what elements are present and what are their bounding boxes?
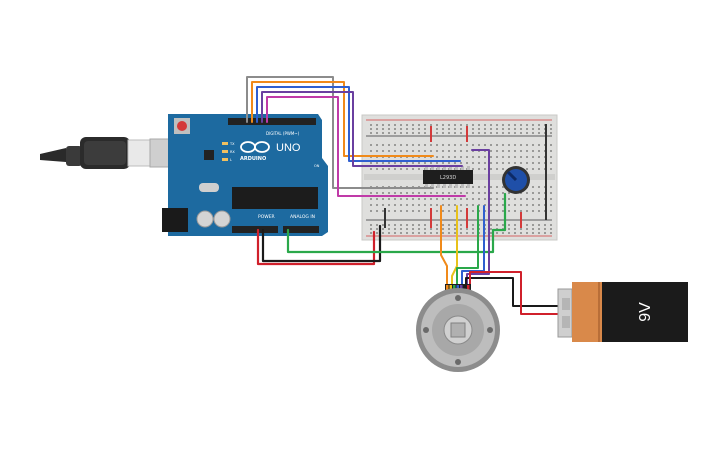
capacitor [213,210,231,228]
wire-gray [246,76,434,189]
l-label: L [230,158,232,162]
arduino-logo-icon [240,141,270,153]
wire-magenta [266,96,466,197]
usb-cable [40,137,191,169]
wire-motor-yellow [451,205,458,287]
wire-green [286,192,507,254]
wire-blue [256,86,461,162]
wire-purple [261,91,463,167]
rx-label: RX [230,150,235,154]
capacitor [196,210,214,228]
analog-header [283,226,319,233]
digital-label: DIGITAL (PWM~) [266,131,300,136]
battery-label: 9V [637,302,654,322]
wire-motor-black [465,277,563,307]
analog-label: ANALOG IN [290,214,315,220]
wire-motor-orange [440,205,448,287]
board-brand: ARDUINO [240,156,266,162]
mcu-chip [232,187,318,209]
on-label: ON [314,164,320,168]
dc-motor-encoder [416,284,500,372]
tx-label: TX [229,142,235,146]
power-jack [162,208,188,232]
battery-9v: 9V [557,282,688,342]
power-label: POWER [258,214,275,220]
usb-chip [204,150,214,160]
l293d-chip: L293D [423,166,473,188]
wire-black [261,224,382,263]
digital-header [228,118,316,125]
wire-motor-green [456,205,479,287]
wire-red [256,228,376,266]
potentiometer [502,166,530,194]
crystal [199,183,219,192]
board-model: UNO [276,142,301,154]
wire-orange [251,81,434,157]
wire-motor-red [469,271,563,315]
power-header [232,226,278,233]
ic-label: L293D [440,175,456,181]
arduino-uno-board: ARDUINO UNO DIGITAL (PWM~) POWER ANALOG … [162,114,328,236]
wires [246,76,563,315]
